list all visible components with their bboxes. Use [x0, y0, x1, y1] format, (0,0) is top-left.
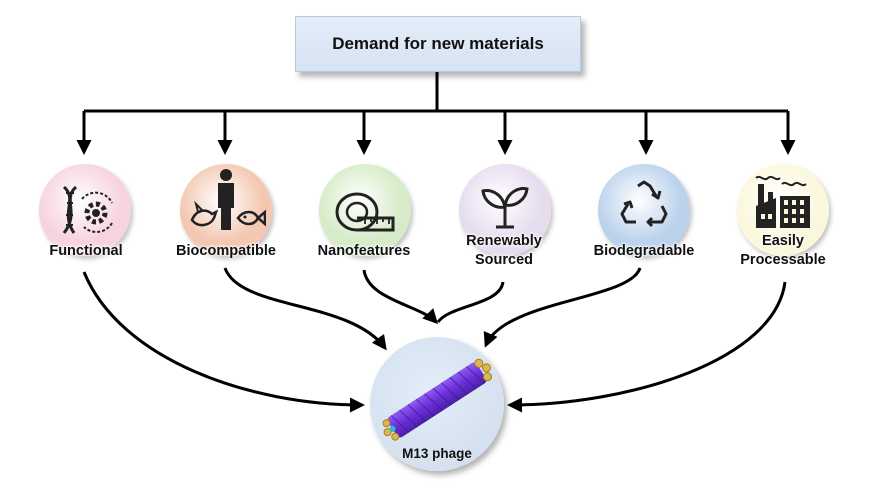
biodegradable-circle — [598, 164, 690, 256]
dna-gear-icon — [62, 185, 113, 234]
functional-label: Functional — [49, 243, 123, 259]
measuring-tape-icon — [335, 192, 395, 232]
sprout-icon — [481, 187, 529, 229]
biocompatible-label: Biocompatible — [176, 243, 276, 259]
biodegradable-label: Biodegradable — [593, 243, 695, 259]
nanofeatures-circle — [319, 164, 411, 256]
nanofeatures-label: Nanofeatures — [317, 243, 411, 259]
factory-icon — [755, 175, 810, 228]
recycle-icon — [620, 180, 668, 228]
demand-title-box: Demand for new materials — [295, 16, 581, 72]
m13-phage-label: M13 phage — [402, 446, 472, 461]
m13-phage-icon — [382, 358, 492, 441]
demand-title: Demand for new materials — [332, 34, 544, 53]
person-bird-fish-icon — [190, 169, 266, 230]
converging-arrows — [82, 267, 787, 413]
renewably-sourced-label: Renewably Sourced — [466, 233, 542, 268]
distribution-arrows — [76, 71, 796, 155]
easily-processable-label: Easily Processable — [740, 233, 826, 268]
